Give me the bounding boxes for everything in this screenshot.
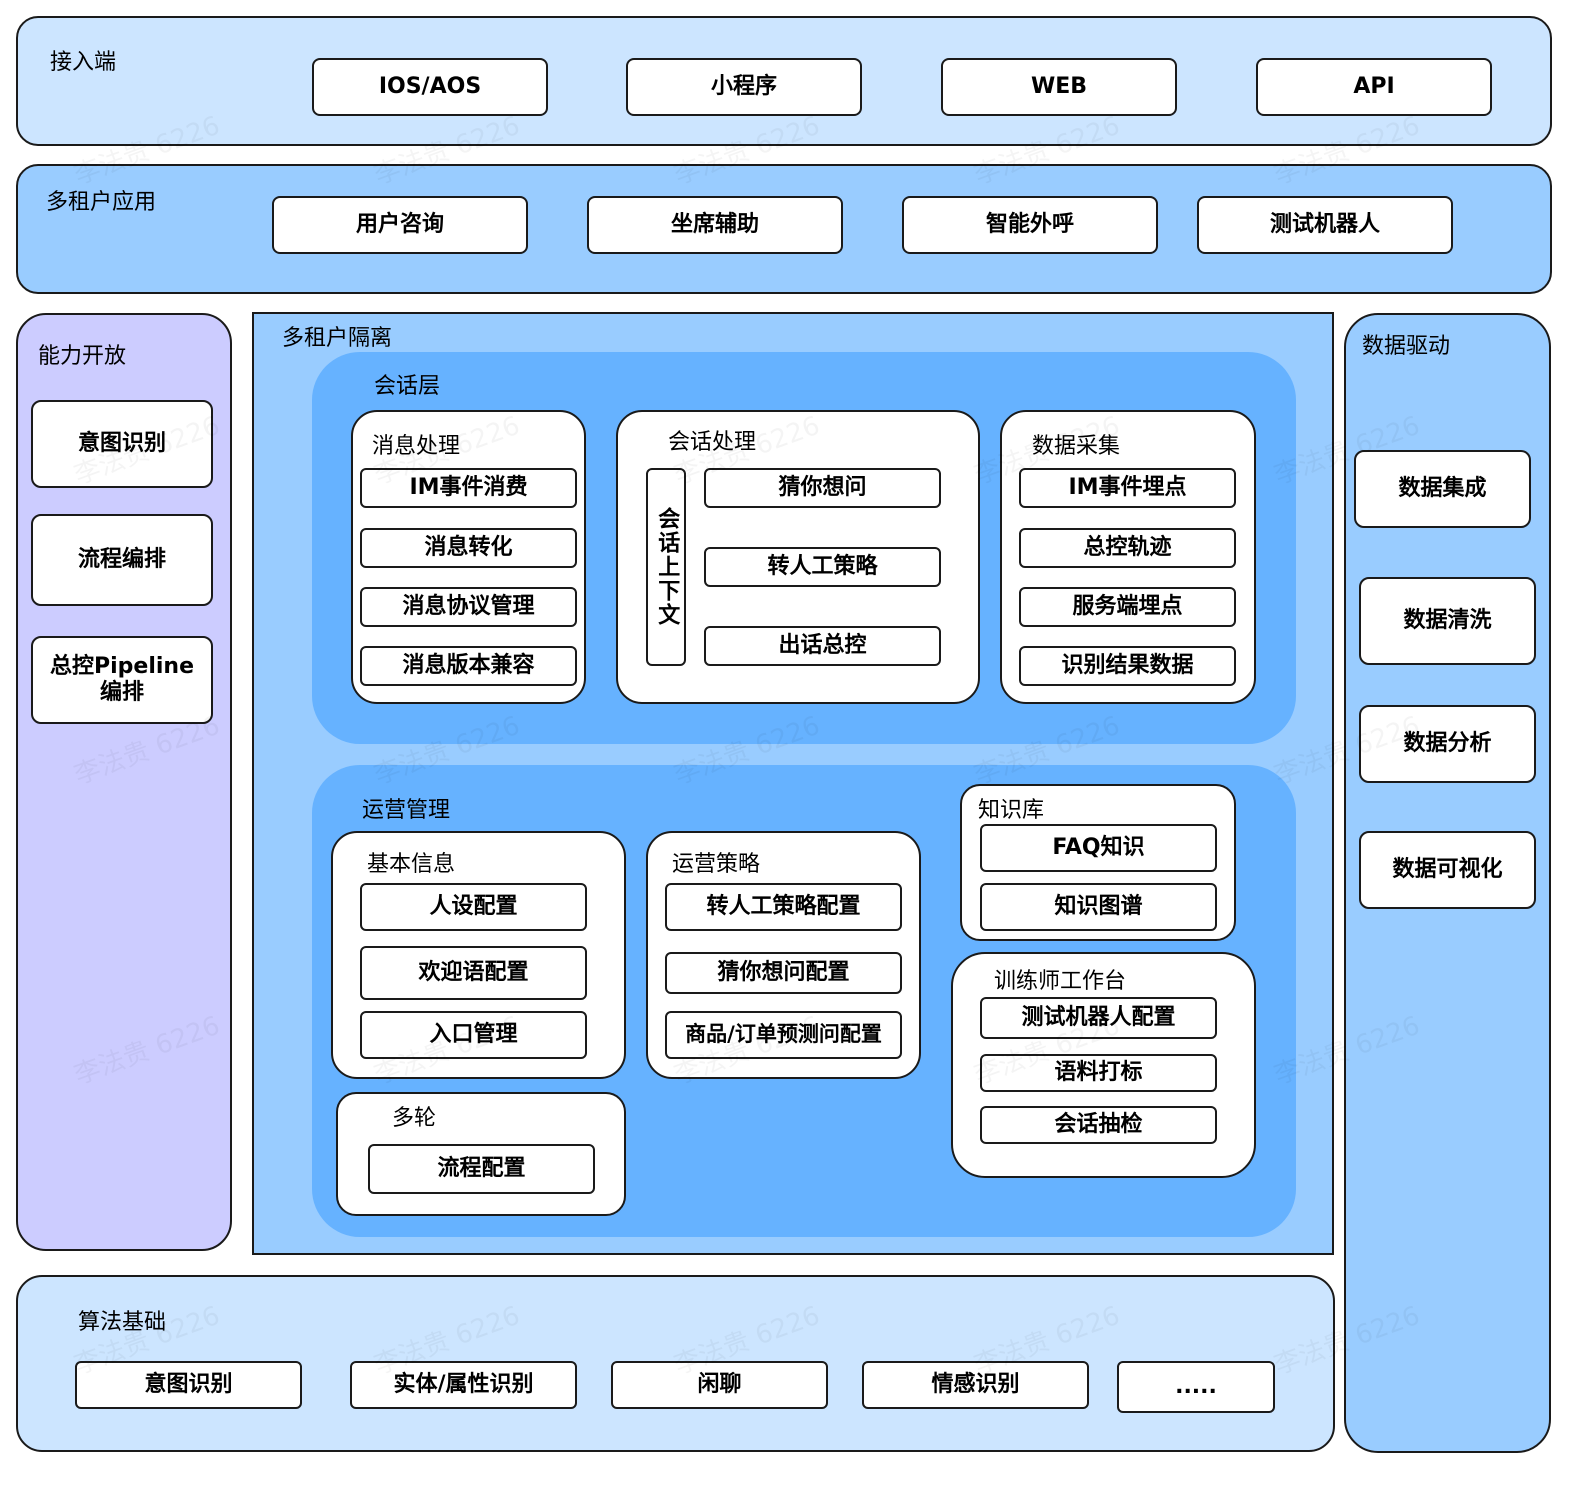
algo-item-intent: 意图识别 [75,1361,302,1409]
data-item-cleaning: 数据清洗 [1359,577,1536,665]
trainer-workbench-title: 训练师工作台 [994,969,1127,994]
trainer-item-labeling: 语料打标 [980,1054,1217,1092]
access-layer-title: 接入端 [50,50,117,75]
basic-info-title: 基本信息 [367,852,456,877]
knowledge-base-title: 知识库 [978,798,1045,823]
multi-turn-title: 多轮 [392,1106,437,1131]
basic-item-entry: 入口管理 [360,1011,587,1059]
capability-flow: 流程编排 [31,514,213,606]
access-item-ios-aos: IOS/AOS [312,58,548,116]
session-item-guess: 猜你想问 [704,468,941,508]
algo-item-sentiment: 情感识别 [862,1361,1089,1409]
data-item-visualization: 数据可视化 [1359,831,1536,909]
ops-management-title: 运营管理 [362,798,451,823]
algo-item-entity: 实体/属性识别 [350,1361,577,1409]
access-item-mini-program: 小程序 [626,58,862,116]
collect-item-control-trace: 总控轨迹 [1019,528,1236,568]
algo-item-more: ..... [1117,1361,1275,1413]
session-item-output-control: 出话总控 [704,626,941,666]
message-processing-title: 消息处理 [372,434,461,459]
data-item-analysis: 数据分析 [1359,705,1536,783]
session-processing-title: 会话处理 [668,430,757,455]
collect-item-im-tracking: IM事件埋点 [1019,468,1236,508]
data-driven-title: 数据驱动 [1362,334,1451,359]
app-item-smart-outbound: 智能外呼 [902,196,1158,254]
app-item-agent-assist: 坐席辅助 [587,196,843,254]
tenant-isolation-title: 多租户隔离 [282,326,393,351]
strategy-item-transfer: 转人工策略配置 [665,883,902,931]
trainer-item-inspection: 会话抽检 [980,1106,1217,1144]
app-item-user-consult: 用户咨询 [272,196,528,254]
access-item-web: WEB [941,58,1177,116]
ops-strategy-title: 运营策略 [672,852,761,877]
trainer-item-test-robot: 测试机器人配置 [980,997,1217,1039]
message-item-version: 消息版本兼容 [360,646,577,686]
data-item-integration: 数据集成 [1354,450,1531,528]
multi-tenant-app-title: 多租户应用 [46,190,157,215]
app-item-test-robot: 测试机器人 [1197,196,1453,254]
kb-item-faq: FAQ知识 [980,824,1217,872]
kb-item-graph: 知识图谱 [980,883,1217,931]
message-item-convert: 消息转化 [360,528,577,568]
strategy-item-guess: 猜你想问配置 [665,952,902,994]
capability-intent: 意图识别 [31,400,213,488]
data-collection-title: 数据采集 [1032,434,1121,459]
basic-item-welcome: 欢迎语配置 [360,946,587,1000]
collect-item-server-tracking: 服务端埋点 [1019,587,1236,627]
access-item-api: API [1256,58,1492,116]
collect-item-recognition-data: 识别结果数据 [1019,646,1236,686]
capability-pipeline: 总控Pipeline 编排 [31,636,213,724]
session-context: 会话上下文 [646,468,686,666]
message-item-im-event: IM事件消费 [360,468,577,508]
strategy-item-predict: 商品/订单预测问配置 [665,1011,902,1059]
capability-title: 能力开放 [38,344,127,369]
multi-turn-item-flow: 流程配置 [368,1144,595,1194]
algo-item-chitchat: 闲聊 [611,1361,828,1409]
algorithm-base-title: 算法基础 [78,1310,167,1335]
session-item-transfer: 转人工策略 [704,547,941,587]
basic-item-persona: 人设配置 [360,883,587,931]
message-item-protocol: 消息协议管理 [360,587,577,627]
session-layer-title: 会话层 [374,374,441,399]
